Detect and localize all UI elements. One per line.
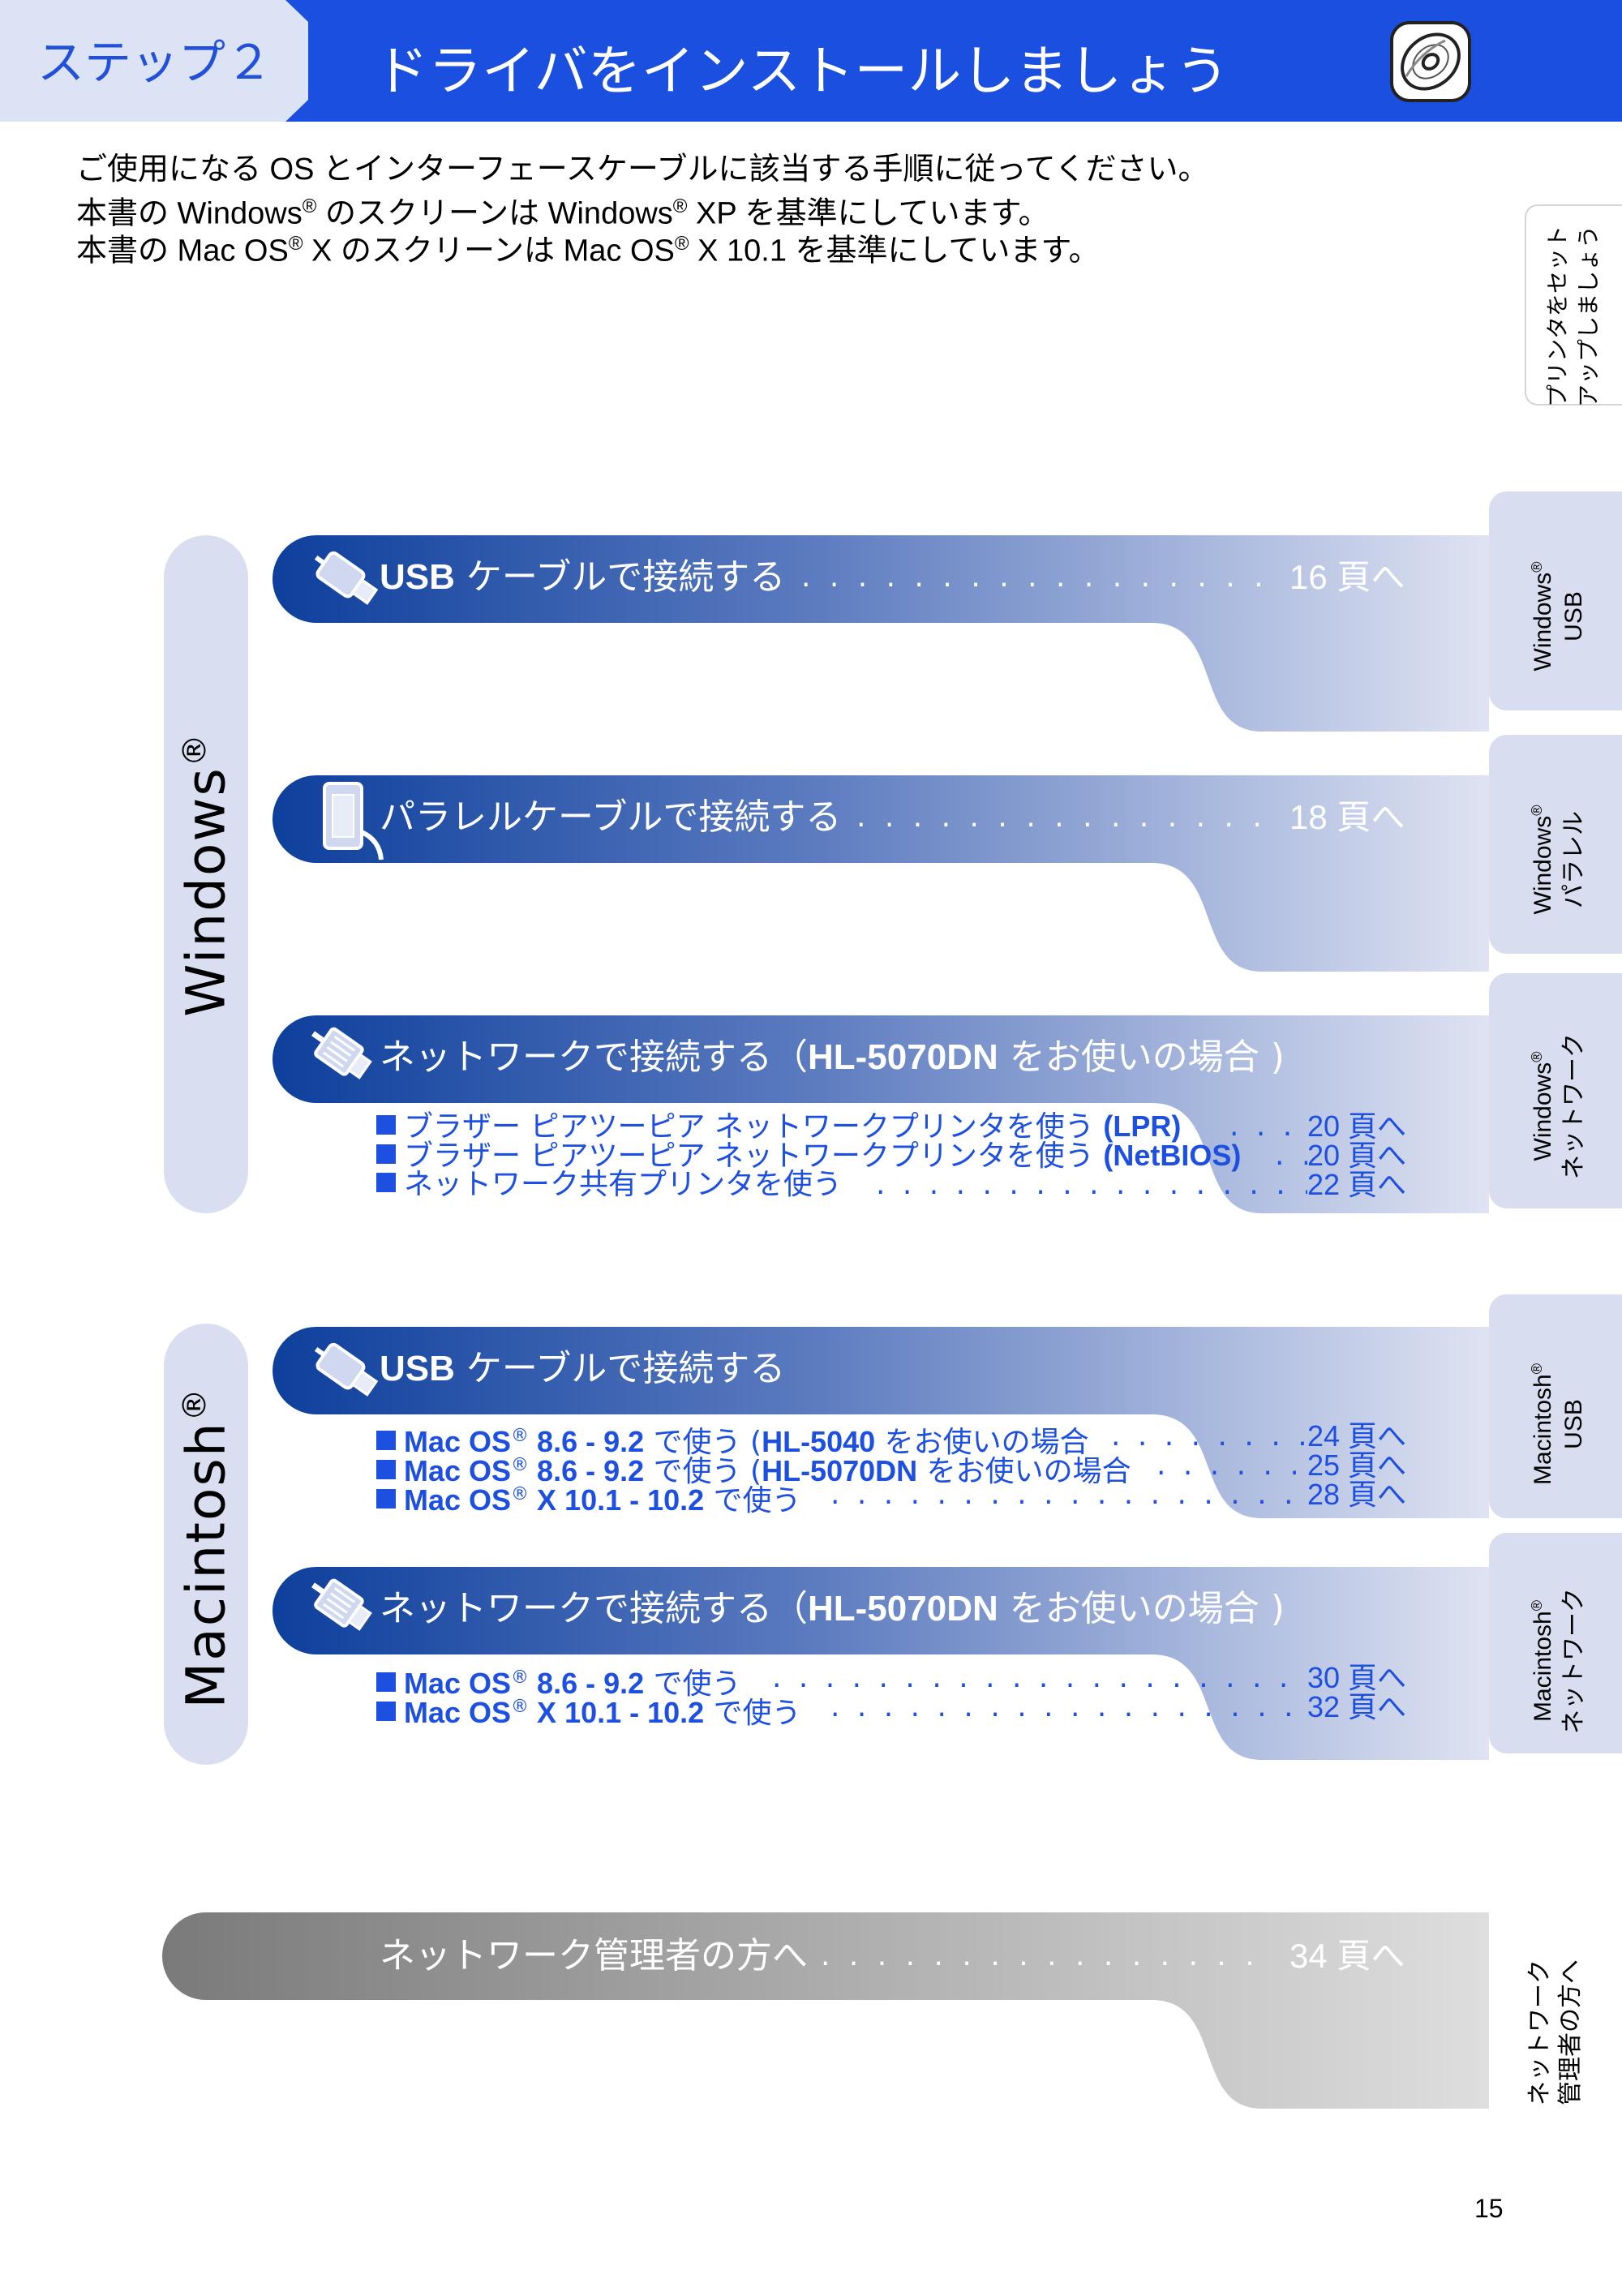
page-number: 15: [1474, 2194, 1504, 2223]
side-tab-setup-line-2: アップしましょう: [1576, 225, 1601, 408]
bullet-square-icon: [376, 1702, 396, 1721]
bullet-square-icon: [376, 1115, 396, 1135]
side-tab-macintosh-usb[interactable]: Macintosh® USB: [1489, 1294, 1622, 1518]
bullet-square-icon: [376, 1431, 396, 1450]
side-tab-admin-line-1: ネットワーク: [1526, 1959, 1553, 2105]
macintosh-usb-item-3[interactable]: Mac OS® X 10.1 - 10.2 で使う . . . . . . . …: [376, 1479, 1406, 1517]
side-tab-windows-parallel-line-2: パラレル: [1560, 811, 1587, 908]
intro-line-2: 本書の Windows® のスクリーンは Windows® XP を基準にしてい…: [76, 195, 1049, 231]
bullet-square-icon: [376, 1460, 396, 1479]
windows-network-item-netbios[interactable]: ブラザー ピアツーピア ネットワークプリンタを使う (NetBIOS) . . …: [376, 1140, 1406, 1172]
windows-parallel-title[interactable]: パラレルケーブルで接続する: [380, 796, 842, 838]
bullet-square-icon: [376, 1489, 396, 1508]
macintosh-network-title[interactable]: ネットワークで接続する（HL-5070DN をお使いの場合 ): [380, 1588, 1285, 1629]
parallel-cable-icon: [323, 782, 384, 860]
macintosh-group-pill: [164, 1324, 248, 1765]
network-cable-icon: [311, 1027, 372, 1079]
side-tab-setup[interactable]: プリンタをセット アップしましょう: [1525, 204, 1622, 407]
windows-group-label: Windows®: [174, 732, 238, 1017]
step-tab: [0, 0, 308, 122]
windows-network-item-shared[interactable]: ネットワーク共有プリンタを使う . . . . . . . . . . . . …: [376, 1169, 1406, 1200]
side-tab-windows-usb-line-2: USB: [1560, 591, 1587, 642]
macintosh-group-label: Macintosh®: [174, 1387, 238, 1709]
windows-network-item-lpr[interactable]: ブラザー ピアツーピア ネットワークプリンタを使う (LPR) . . . . …: [376, 1111, 1406, 1143]
macintosh-network-item-2[interactable]: Mac OS® X 10.1 - 10.2 で使う . . . . . . . …: [376, 1692, 1406, 1729]
bullet-square-icon: [376, 1144, 396, 1164]
macintosh-usb-title[interactable]: USB ケーブルで接続する: [380, 1348, 786, 1389]
side-tab-windows-network[interactable]: Windows® ネットワーク: [1489, 973, 1622, 1208]
usb-cable-icon: [314, 1342, 379, 1397]
side-tab-windows-parallel-line-1: Windows®: [1529, 805, 1556, 915]
side-tab-windows-network-line-1: Windows®: [1529, 1051, 1556, 1161]
macintosh-usb-item-1[interactable]: Mac OS® 8.6 - 9.2 で使う (HL-5040 をお使いの場合 .…: [376, 1421, 1406, 1458]
macintosh-network-item-1[interactable]: Mac OS® 8.6 - 9.2 で使う . . . . . . . . . …: [376, 1663, 1406, 1700]
windows-parallel-page-ref[interactable]: 18 頁へ: [1289, 798, 1405, 836]
windows-usb-title[interactable]: USB ケーブルで接続する: [380, 556, 786, 598]
network-admin-leader: . . . . . . . . . . . . . . . . . . . . …: [821, 1939, 1272, 1972]
side-tab-windows-parallel[interactable]: Windows® パラレル: [1489, 735, 1622, 954]
windows-network-title[interactable]: ネットワークで接続する（HL-5070DN をお使いの場合 ): [380, 1036, 1285, 1078]
step-label: ステップ２: [37, 35, 273, 90]
side-tab-macintosh-usb-line-1: Macintosh®: [1529, 1363, 1556, 1485]
windows-usb-page-ref[interactable]: 16 頁へ: [1289, 558, 1405, 596]
network-cable-icon: [311, 1578, 372, 1631]
windows-usb-leader: . . . . . . . . . . . . . . . . . . . . …: [801, 560, 1272, 594]
cd-icon: [1390, 21, 1471, 102]
bullet-square-icon: [376, 1173, 396, 1192]
intro-line-1: ご使用になる OS とインターフェースケーブルに該当する手順に従ってください。: [76, 152, 1209, 187]
side-tab-macintosh-network-line-2: ネットワーク: [1560, 1588, 1587, 1734]
page-title: ドライバをインストールしましょう: [375, 40, 1229, 102]
usb-cable-icon: [314, 551, 379, 605]
macintosh-usb-item-2[interactable]: Mac OS® 8.6 - 9.2 で使う (HL-5070DN をお使いの場合…: [376, 1450, 1406, 1487]
side-tab-windows-usb-line-1: Windows®: [1529, 561, 1556, 672]
network-admin-title[interactable]: ネットワーク管理者の方へ: [380, 1935, 808, 1976]
side-tab-windows-network-line-2: ネットワーク: [1560, 1033, 1587, 1179]
side-tab-macintosh-usb-line-2: USB: [1560, 1399, 1587, 1449]
side-tab-admin-line-2: 管理者の方へ: [1557, 1959, 1584, 2105]
side-tab-windows-usb[interactable]: Windows® USB: [1489, 491, 1622, 710]
side-tab-setup-line-1: プリンタをセット: [1545, 225, 1570, 408]
intro-line-3: 本書の Mac OS® X のスクリーンは Mac OS® X 10.1 を基準…: [76, 233, 1100, 268]
side-tab-macintosh-network[interactable]: Macintosh® ネットワーク: [1489, 1533, 1622, 1753]
windows-parallel-leader: . . . . . . . . . . . . . . . . . . . . …: [856, 800, 1272, 834]
bullet-square-icon: [376, 1672, 396, 1692]
side-tab-network-admin[interactable]: ネットワーク 管理者の方へ: [1489, 1911, 1622, 2125]
network-admin-page-ref[interactable]: 34 頁へ: [1289, 1937, 1405, 1975]
windows-group-pill: [164, 535, 248, 1213]
side-tab-macintosh-network-line-1: Macintosh®: [1529, 1600, 1556, 1722]
